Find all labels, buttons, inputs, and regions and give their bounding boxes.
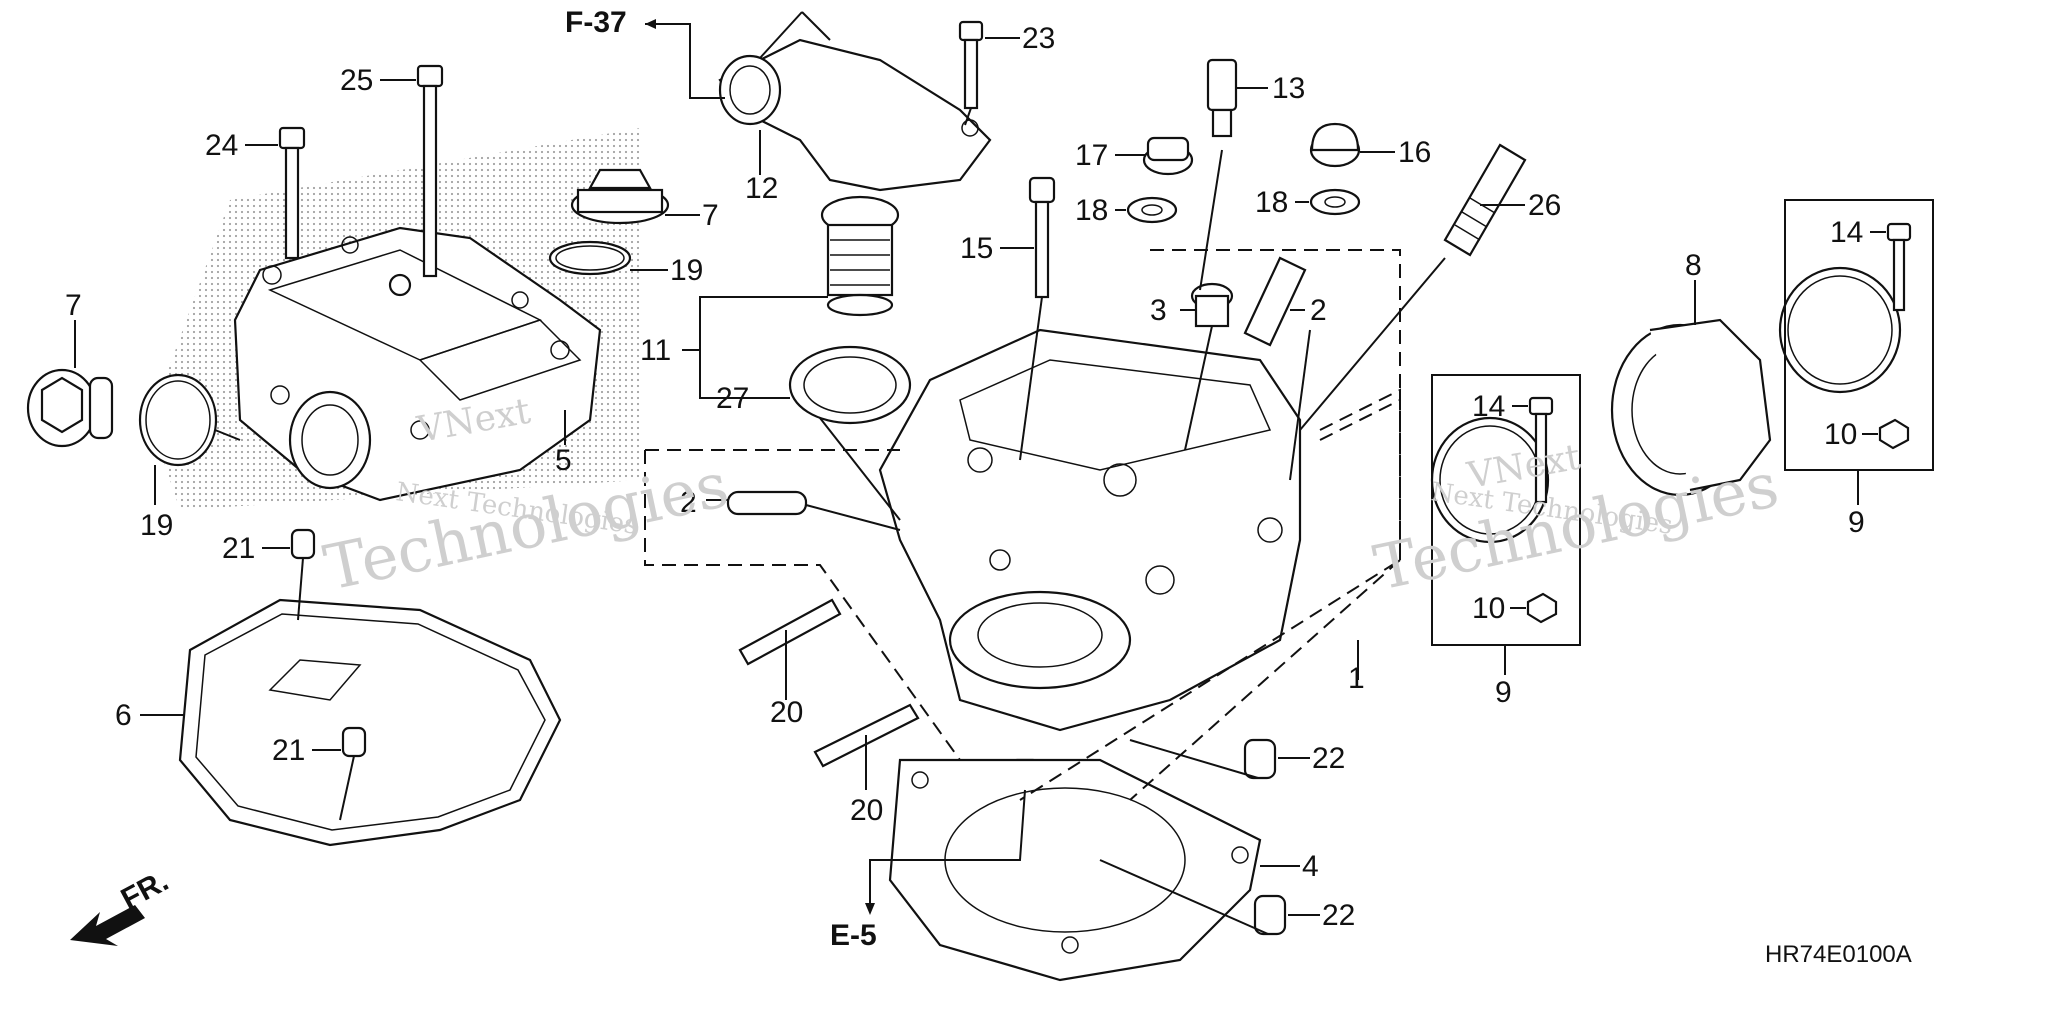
- callout-2-left: 2: [680, 486, 697, 519]
- clamp-band-right[interactable]: [1778, 266, 1902, 394]
- callout-19-left: 19: [140, 509, 173, 542]
- cylinder-head[interactable]: [878, 328, 1302, 792]
- callout-19-upper: 19: [670, 254, 703, 287]
- callout-27: 27: [716, 382, 749, 415]
- washer-18-right[interactable]: [1309, 188, 1361, 216]
- leader-lines: [74, 11, 1934, 935]
- watermark-right: VNext Next Technologies Technologies: [1368, 437, 1785, 605]
- dowel-pin-21-lower[interactable]: [341, 726, 367, 758]
- callout-9-right: 9: [1848, 506, 1865, 539]
- callout-14-right: 14: [1830, 216, 1863, 249]
- o-ring-upper[interactable]: [548, 240, 632, 276]
- callout-16: 16: [1398, 136, 1431, 169]
- callout-17: 17: [1075, 139, 1108, 172]
- callout-18-right: 18: [1255, 186, 1288, 219]
- callout-4: 4: [1302, 850, 1319, 883]
- thermostat[interactable]: [820, 195, 900, 317]
- callout-6: 6: [115, 699, 132, 732]
- callout-21-upper: 21: [222, 532, 255, 565]
- dowel-pin-21-upper[interactable]: [290, 528, 316, 560]
- bolt-25[interactable]: [416, 64, 444, 278]
- thermostat-seal[interactable]: [788, 345, 912, 425]
- sealing-plug-3[interactable]: [1190, 282, 1234, 328]
- callout-21-lower: 21: [272, 734, 305, 767]
- callout-13: 13: [1272, 72, 1305, 105]
- callout-26: 26: [1528, 189, 1561, 222]
- callout-18-left: 18: [1075, 194, 1108, 227]
- insulator-joint[interactable]: [1610, 318, 1772, 497]
- cap-nut-17[interactable]: [1142, 136, 1194, 176]
- reference-f37[interactable]: F-37: [565, 6, 627, 39]
- diagram-code: HR74E0100A: [1765, 941, 1912, 968]
- dowel-pipe-2-right[interactable]: [1243, 256, 1307, 347]
- thermostat-cover[interactable]: [718, 38, 992, 192]
- callout-5: 5: [555, 444, 572, 477]
- bolt-24[interactable]: [278, 126, 306, 260]
- cover-gasket[interactable]: [178, 598, 562, 847]
- front-label: FR.: [116, 864, 174, 916]
- callout-24: 24: [205, 129, 238, 162]
- cap-nut-16[interactable]: [1309, 122, 1361, 168]
- bolt-15[interactable]: [1028, 176, 1056, 299]
- callout-20-upper: 20: [770, 696, 803, 729]
- o-ring-left[interactable]: [138, 373, 218, 467]
- dowel-pipe-2-left[interactable]: [726, 490, 808, 516]
- dowel-pin-22-lower[interactable]: [1253, 894, 1287, 936]
- clamp-screw-14-right[interactable]: [1886, 222, 1912, 312]
- bolt-23[interactable]: [958, 20, 984, 110]
- callout-11: 11: [640, 334, 671, 367]
- callout-10-middle: 10: [1472, 592, 1505, 625]
- callout-7-upper: 7: [702, 199, 719, 232]
- dashed-guides: [644, 249, 1401, 801]
- callout-25: 25: [340, 64, 373, 97]
- cylinder-head-gasket[interactable]: [888, 758, 1262, 982]
- oil-filler-cap-upper[interactable]: [570, 168, 670, 225]
- oil-filler-cap-left[interactable]: [26, 368, 114, 448]
- nut-10-right[interactable]: [1878, 418, 1910, 450]
- callout-14-middle: 14: [1472, 390, 1505, 423]
- cylinder-head-cover[interactable]: [233, 226, 602, 502]
- temperature-sensor[interactable]: [1206, 58, 1238, 138]
- washer-18-left[interactable]: [1126, 196, 1178, 224]
- callout-3: 3: [1150, 294, 1167, 327]
- dowel-pin-22-upper[interactable]: [1243, 738, 1277, 780]
- stud-bolt-20-upper[interactable]: [738, 598, 842, 666]
- callout-12: 12: [745, 172, 778, 205]
- callout-20-lower: 20: [850, 794, 883, 827]
- reference-e5[interactable]: E-5: [830, 919, 877, 952]
- callout-2-right: 2: [1310, 294, 1327, 327]
- callout-22-upper: 22: [1312, 742, 1345, 775]
- callout-8: 8: [1685, 249, 1702, 282]
- callout-7-left: 7: [65, 289, 82, 322]
- front-direction-arrow-icon: [70, 905, 145, 946]
- callout-9-middle: 9: [1495, 676, 1512, 709]
- callout-10-right: 10: [1824, 418, 1857, 451]
- callout-23: 23: [1022, 22, 1055, 55]
- nut-10-middle[interactable]: [1526, 592, 1558, 624]
- callout-22-lower: 22: [1322, 899, 1355, 932]
- clamp-screw-14-middle[interactable]: [1528, 396, 1554, 504]
- callout-labels: 1 2 2 3 4 5 6 7 7 8 9 9 10 10 11 12 13 1…: [65, 22, 1865, 932]
- callout-1: 1: [1348, 662, 1365, 695]
- callout-15: 15: [960, 232, 993, 265]
- spark-plug[interactable]: [1443, 143, 1527, 257]
